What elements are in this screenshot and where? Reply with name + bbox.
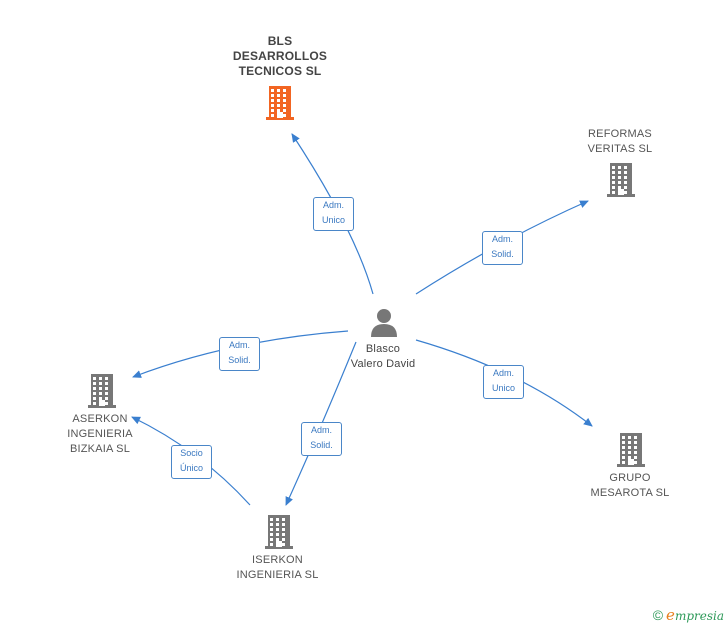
company-label-iserkon[interactable]: ISERKON INGENIERIA SL — [236, 554, 319, 581]
edge-label: Socio Único — [171, 445, 212, 479]
brand-name: mpresia — [674, 609, 724, 623]
person-icon[interactable] — [369, 307, 399, 337]
building-icon[interactable] — [266, 86, 298, 125]
building-icon[interactable] — [88, 374, 120, 413]
edge-label: Adm. Unico — [483, 365, 524, 399]
person-name[interactable]: Blasco Valero David — [350, 343, 416, 370]
company-label-aserkon[interactable]: ASERKON INGENIERIA BIZKAIA SL — [67, 413, 133, 455]
copyright-icon: © — [652, 607, 664, 623]
brand-logo: e — [666, 606, 675, 624]
edge-label: Adm. Solid. — [301, 422, 342, 456]
edge-label: Adm. Unico — [313, 197, 354, 231]
building-icon[interactable] — [607, 163, 639, 202]
footer-brand[interactable]: ©empresia — [653, 606, 724, 624]
building-icon[interactable] — [265, 515, 297, 554]
edge-label: Adm. Solid. — [219, 337, 260, 371]
company-label-grupo[interactable]: GRUPO MESAROTA SL — [590, 472, 670, 499]
company-label-reformas[interactable]: REFORMAS VERITAS SL — [587, 128, 653, 155]
company-label-bls[interactable]: BLS DESARROLLOS TECNICOS SL — [232, 34, 328, 78]
building-icon[interactable] — [617, 433, 649, 472]
edge-label: Adm. Solid. — [482, 231, 523, 265]
